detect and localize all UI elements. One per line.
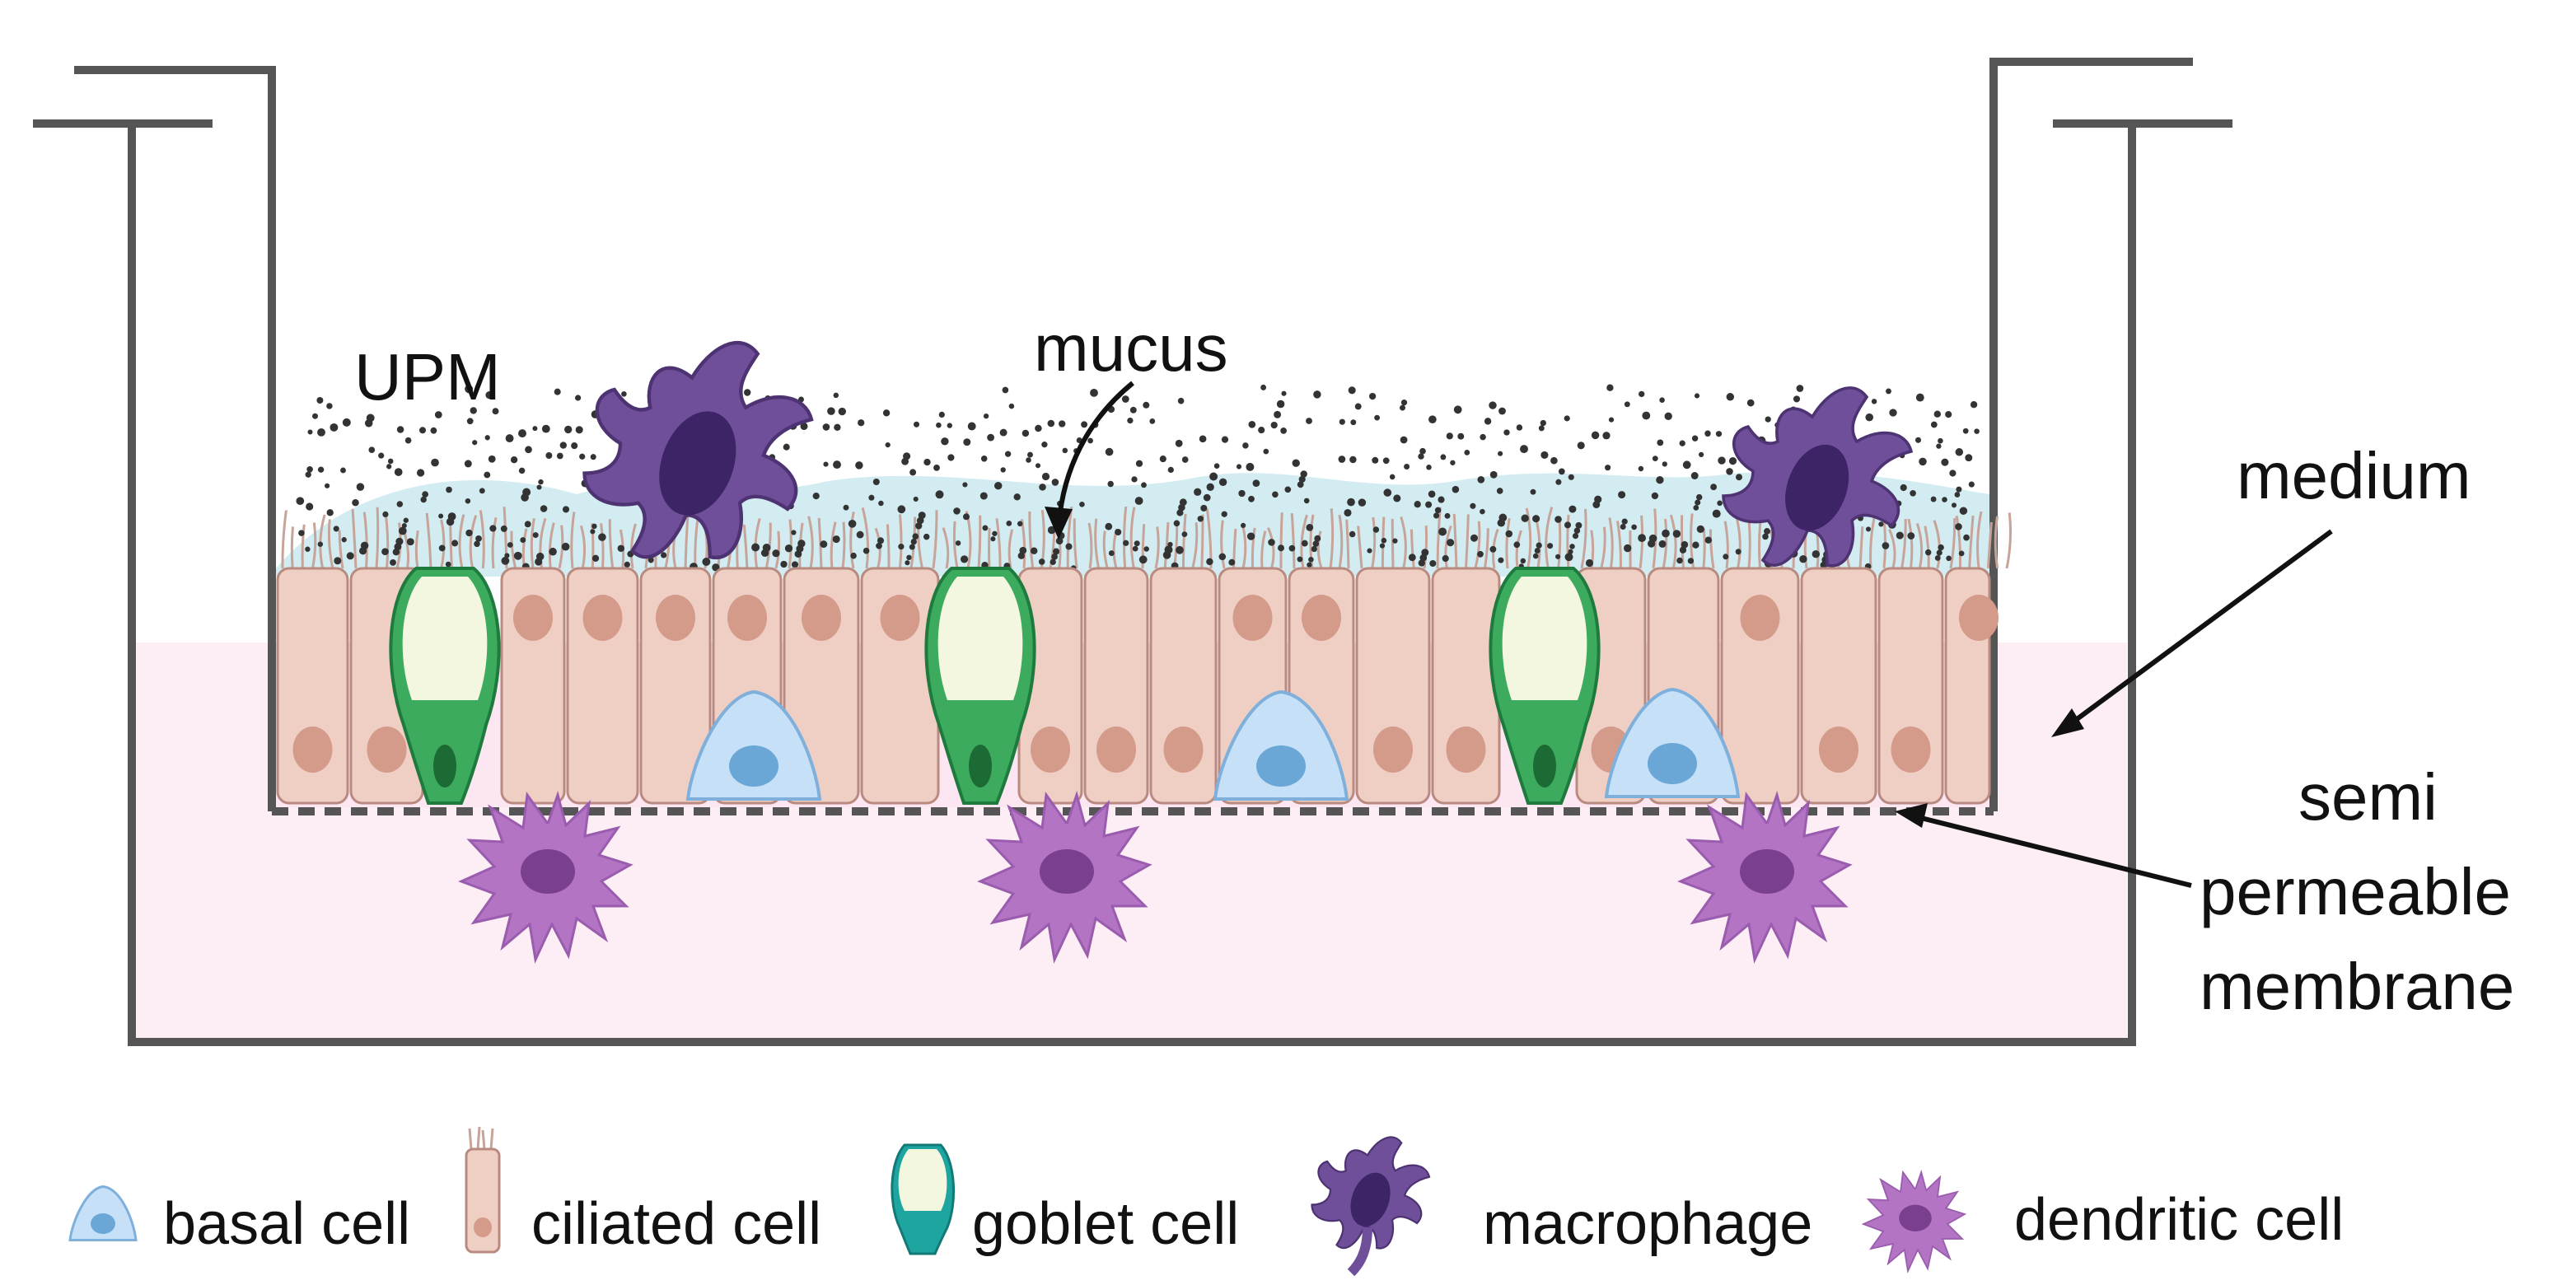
ciliated-cell-icon — [465, 1126, 501, 1254]
membrane-label-line1: semi — [2298, 760, 2438, 834]
outer-well — [33, 119, 2232, 1046]
goblet-cells — [389, 567, 1601, 805]
medium-label: medium — [2237, 439, 2471, 512]
legend-label-goblet-cell: goblet cell — [972, 1191, 1239, 1257]
cilia-layer — [281, 506, 2013, 569]
ciliated-cell — [1720, 567, 1800, 805]
mucus-arrow — [1056, 381, 1134, 528]
basal-cells — [685, 687, 1741, 801]
cell-nucleus — [1373, 727, 1413, 773]
legend-label-dendritic-cell: dendritic cell — [2014, 1187, 2344, 1253]
cell-nucleus — [292, 727, 333, 773]
membrane-label-line2: permeable — [2200, 855, 2511, 928]
cell-nucleus — [367, 727, 407, 773]
cell-nucleus — [1096, 727, 1136, 773]
membrane-arrowhead — [1895, 803, 1928, 828]
legend-label-ciliated-cell: ciliated cell — [531, 1191, 821, 1257]
medium-arrowhead — [2051, 708, 2084, 737]
cell-nucleus — [1031, 727, 1070, 773]
legend-label-macrophage: macrophage — [1483, 1191, 1812, 1257]
legend: basal cell ciliated cell goblet cell mac… — [68, 1126, 2344, 1277]
transwell-insert — [74, 58, 2193, 811]
goblet-cell-icon — [891, 1143, 955, 1255]
epithelial-layer — [276, 567, 1999, 805]
cell-nucleus — [1891, 727, 1931, 773]
cell-nucleus — [1446, 727, 1486, 773]
upm-label: UPM — [354, 340, 501, 414]
medium-arrow — [2062, 529, 2333, 731]
cell-nucleus — [1959, 595, 1999, 641]
cell-nucleus — [880, 595, 920, 641]
cell-nucleus — [1302, 595, 1341, 641]
macrophage-icon — [1311, 1136, 1431, 1277]
cell-nucleus — [802, 595, 841, 641]
mucus-label: mucus — [1034, 311, 1228, 385]
cell-nucleus — [513, 595, 553, 641]
dendritic-cell-icon — [1863, 1171, 1966, 1272]
cell-nucleus — [582, 595, 623, 641]
cell-nucleus — [1819, 727, 1858, 773]
membrane-arrow — [1910, 813, 2192, 888]
membrane-label-line3: membrane — [2200, 950, 2514, 1023]
legend-label-basal-cell: basal cell — [163, 1191, 410, 1257]
cell-nucleus — [1740, 595, 1780, 641]
basal-cell-icon — [68, 1185, 138, 1241]
mucus-arrowhead — [1045, 507, 1073, 540]
cell-nucleus — [727, 595, 767, 641]
cell-nucleus — [656, 595, 695, 641]
cell-nucleus — [1232, 595, 1273, 641]
cell-nucleus — [1163, 727, 1204, 773]
